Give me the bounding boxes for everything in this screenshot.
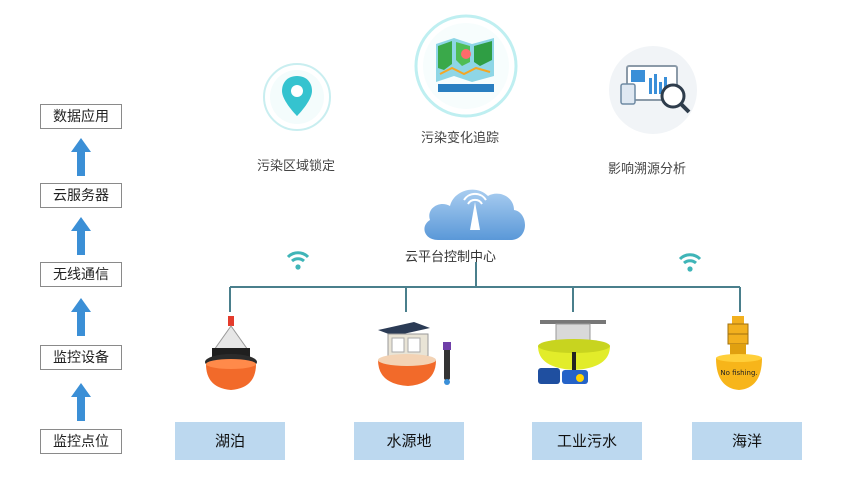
wifi-icon xyxy=(678,253,702,272)
up-arrow-icon xyxy=(71,217,91,255)
yellow-buoy-icon xyxy=(538,320,610,384)
stack-box-data-application: 数据应用 xyxy=(40,104,122,129)
wifi-icon xyxy=(286,251,310,270)
buoy-sign-text: No fishing. xyxy=(720,369,757,377)
sea-buoy-icon: No fishing. xyxy=(716,316,762,390)
up-arrow-icon xyxy=(71,298,91,336)
up-arrow-icon xyxy=(71,383,91,421)
stack-box-wireless: 无线通信 xyxy=(40,262,122,287)
cloud-platform-label: 云平台控制中心 xyxy=(405,250,497,265)
feature-label-pollution-area: 污染区域锁定 xyxy=(257,159,336,174)
stack-box-monitoring-site: 监控点位 xyxy=(40,429,122,454)
feature-label-impact-tracing: 影响溯源分析 xyxy=(608,162,687,177)
location-pin-icon xyxy=(263,63,331,131)
location-sea: 海洋 xyxy=(692,422,802,460)
cloud-antenna-icon xyxy=(424,189,525,240)
location-industrial-wastewater: 工业污水 xyxy=(532,422,642,460)
stack-box-cloud-server: 云服务器 xyxy=(40,183,122,208)
location-lake: 湖泊 xyxy=(175,422,285,460)
map-icon xyxy=(414,14,518,118)
solar-buoy-icon xyxy=(378,322,451,386)
data-analysis-icon xyxy=(609,46,697,134)
location-water-source: 水源地 xyxy=(354,422,464,460)
stack-box-monitoring-device: 监控设备 xyxy=(40,345,122,370)
feature-label-pollution-tracking: 污染变化追踪 xyxy=(421,131,500,146)
orange-buoy-icon xyxy=(205,316,257,390)
up-arrow-icon xyxy=(71,138,91,176)
